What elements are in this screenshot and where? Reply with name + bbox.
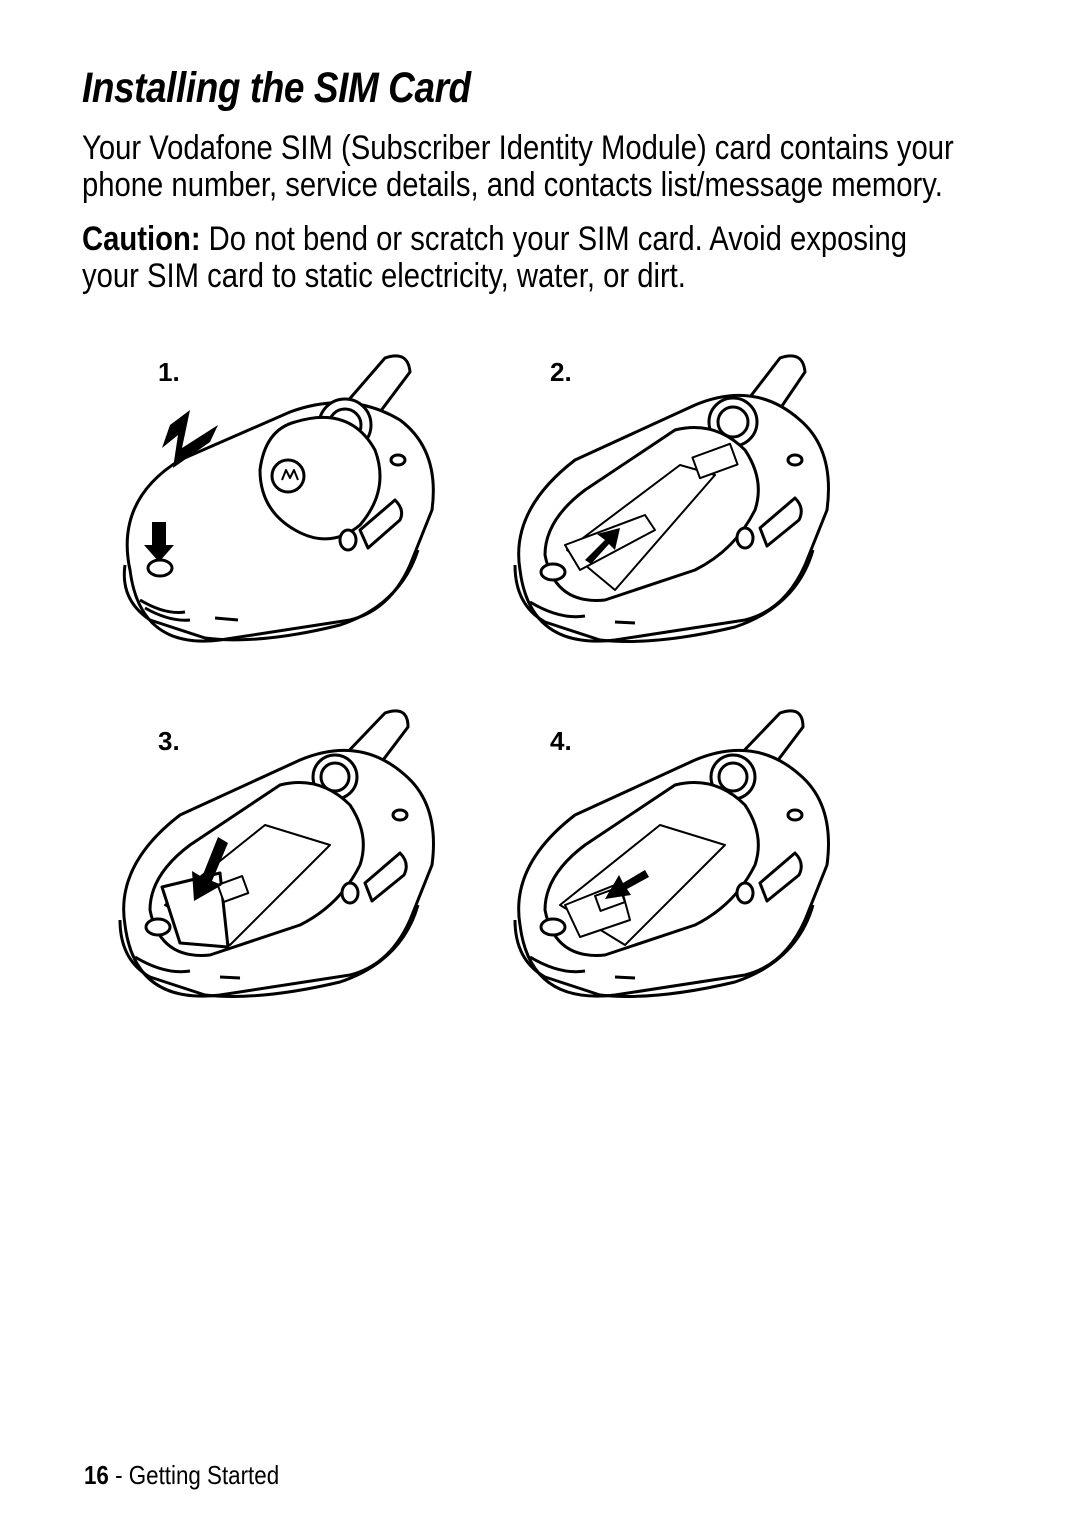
caution-label: Caution:: [82, 220, 201, 258]
intro-paragraph: Your Vodafone SIM (Subscriber Identity M…: [82, 129, 954, 204]
caution-paragraph: Caution: Do not bend or scratch your SIM…: [82, 221, 968, 295]
sim-insert-illustration: [118, 709, 435, 998]
step-number-1: 1.: [158, 357, 180, 387]
page-number: 16: [84, 1460, 109, 1490]
page-title: Installing the SIM Card: [82, 64, 471, 112]
step-number-3: 3.: [158, 726, 180, 756]
footer-separator: -: [108, 1460, 129, 1490]
footer-section: Getting Started: [128, 1460, 280, 1490]
caution-text: Do not bend or scratch your SIM card. Av…: [82, 220, 908, 295]
page-footer: 16 - Getting Started: [84, 1460, 279, 1491]
phone-back-cover-illustration: [122, 354, 435, 643]
step-number-2: 2.: [550, 357, 572, 387]
step-number-4: 4.: [550, 726, 572, 756]
battery-compartment-illustration: [513, 354, 830, 643]
sim-slide-illustration: [513, 709, 830, 998]
